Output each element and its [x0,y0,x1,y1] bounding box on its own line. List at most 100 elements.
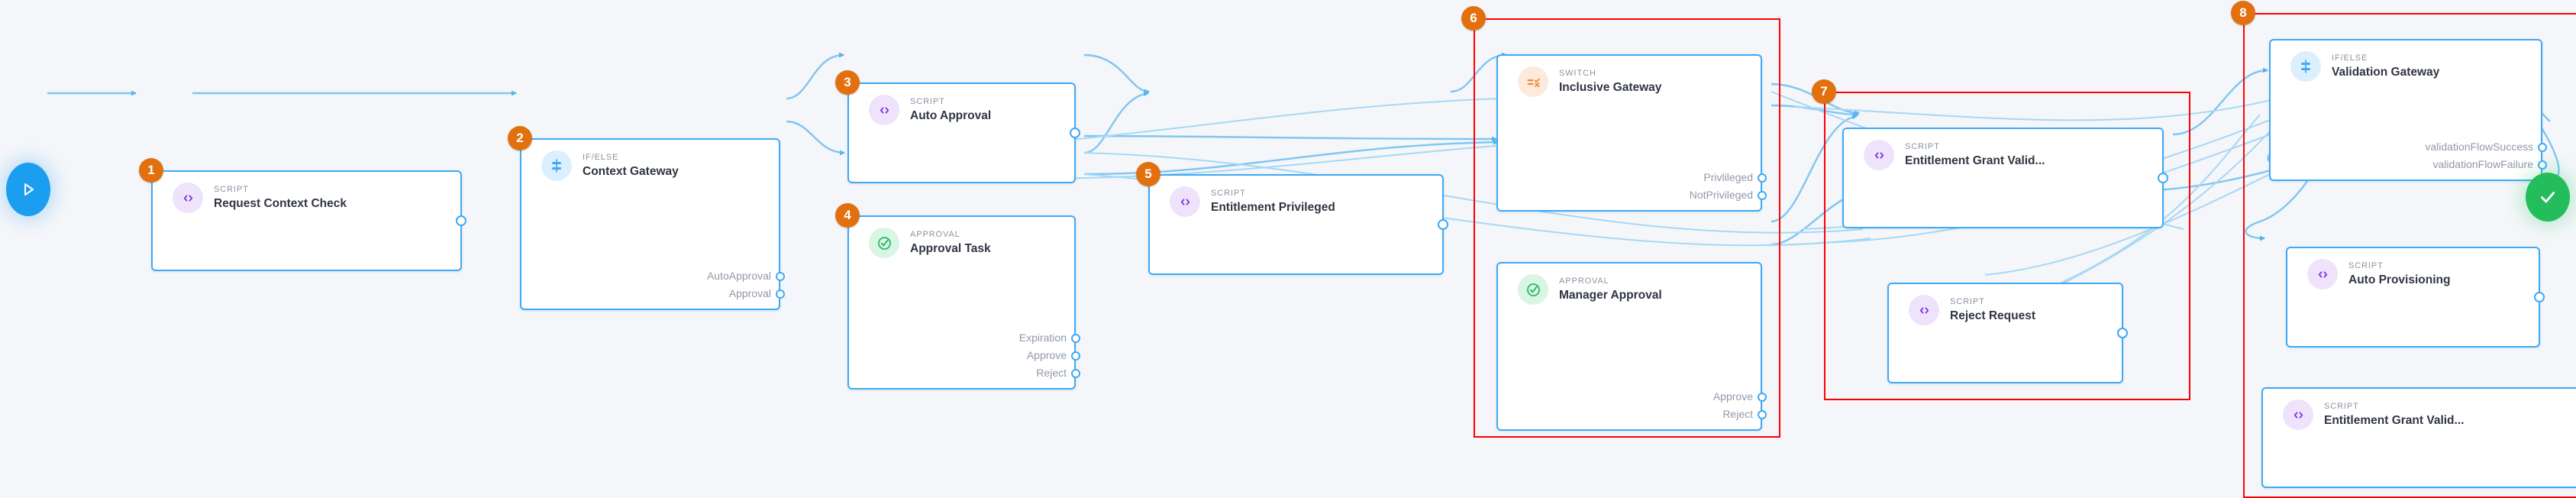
output-row[interactable]: Approve [849,347,1080,364]
node-titles: APPROVAL Approval Task [910,230,991,257]
step-badge-1: 1 [139,158,163,183]
node-outputs: validationFlowSuccess validationFlowFailu… [2271,138,2547,173]
code-icon [880,106,889,114]
output-port[interactable] [1438,219,1448,230]
output-label: Privlileged [1703,171,1753,183]
output-row[interactable]: Approval [521,285,785,302]
output-row[interactable]: AutoApproval [521,267,785,285]
output-port[interactable] [1758,409,1767,419]
check-circle-icon [1526,283,1540,296]
check-circle-icon [869,228,899,258]
output-row[interactable]: Privlileged [1498,169,1767,186]
output-label: Approve [1026,349,1067,361]
check-circle-icon [877,236,891,250]
output-port[interactable] [1070,128,1080,138]
node-name-label: Entitlement Grant Valid... [2324,413,2465,427]
output-row[interactable]: validationFlowFailure [2271,156,2547,173]
switch-icon [1527,77,1540,87]
ifelse-icon [2290,51,2321,82]
node-name-label: Context Gateway [583,164,679,178]
ifelse-icon [552,159,561,173]
end-node[interactable] [2526,173,2570,222]
output-port[interactable] [1071,351,1080,361]
node-kind-label: SCRIPT [1905,141,1940,151]
node-name-label: Inclusive Gateway [1559,80,1662,94]
output-port[interactable] [1071,333,1080,343]
group-outline-7 [1824,92,2190,400]
node-titles: IF/ELSE Context Gateway [583,153,679,179]
node-kind-label: APPROVAL [910,229,960,239]
group-outline-8 [2243,13,2576,498]
output-port[interactable] [1758,392,1767,402]
code-icon [2318,270,2327,278]
node-name-label: Auto Approval [910,108,992,122]
node-kind-label: IF/ELSE [583,152,619,162]
output-label: AutoApproval [706,270,771,282]
output-label: validationFlowSuccess [2425,141,2533,153]
node-header: IF/ELSE Context Gateway [541,150,679,181]
output-row[interactable]: Approve [1498,388,1767,406]
output-row[interactable]: Reject [1498,406,1767,423]
code-icon [1919,306,1929,314]
node-kind-label: SCRIPT [214,184,249,194]
output-port[interactable] [776,271,785,281]
code-icon [869,95,899,125]
node-name-label: Approval Task [910,241,991,255]
output-port[interactable] [776,289,785,299]
output-port[interactable] [1758,190,1767,200]
output-row[interactable]: validationFlowSuccess [2271,138,2547,156]
output-row[interactable]: NotPrivileged [1498,186,1767,204]
output-row[interactable]: Expiration [849,329,1080,347]
output-label: Approval [728,287,771,299]
output-port[interactable] [1758,173,1767,183]
output-port[interactable] [2117,328,2128,338]
node-kind-label: SCRIPT [1950,296,1985,306]
code-icon [1909,295,1939,325]
node-kind-label: IF/ELSE [2332,53,2368,63]
output-label: NotPrivileged [1689,189,1753,201]
group-outline-6 [1474,18,1780,438]
output-port[interactable] [1071,368,1080,378]
output-row[interactable]: Reject [849,364,1080,382]
step-badge-2: 2 [508,126,532,150]
output-port[interactable] [456,215,466,226]
code-icon [1864,140,1894,170]
node-header: APPROVAL Approval Task [869,228,991,258]
output-label: Reject [1036,367,1067,379]
output-port[interactable] [2534,292,2545,302]
code-icon [2283,399,2313,430]
output-port[interactable] [2538,142,2547,152]
output-label: validationFlowFailure [2432,158,2533,170]
check-circle-icon [1518,274,1548,305]
start-node[interactable] [6,163,50,216]
ifelse-icon [541,150,572,181]
code-icon [2294,411,2303,419]
output-port[interactable] [2158,173,2168,183]
node-name-label: Manager Approval [1559,288,1662,302]
step-badge-7: 7 [1812,79,1836,104]
output-port[interactable] [2538,160,2547,170]
